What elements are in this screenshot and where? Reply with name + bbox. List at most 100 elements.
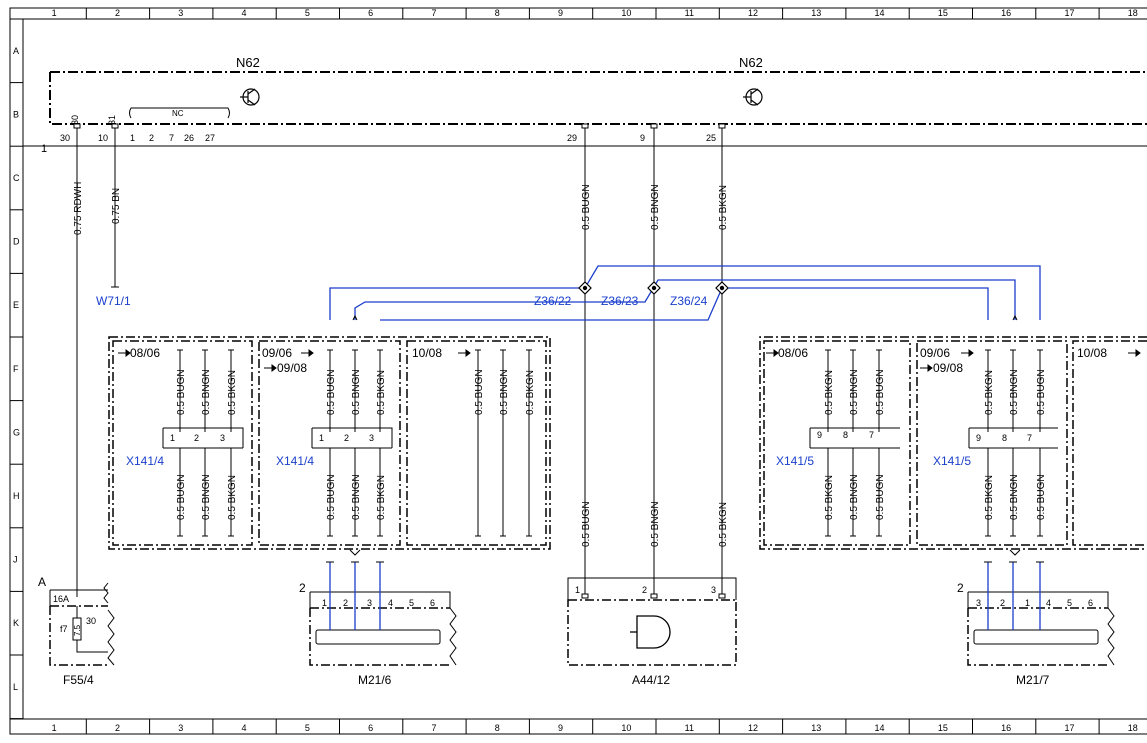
m21-6-wires	[329, 562, 381, 630]
pin-label: 30	[60, 133, 70, 143]
z36-23-label: Z36/23	[601, 294, 639, 308]
wire-label: 0.5 BKGN	[984, 475, 995, 520]
wire-label: 0.5 BKGN	[525, 370, 536, 415]
pin-label: 1	[130, 133, 135, 143]
x141-4-label: X141/4	[126, 454, 164, 468]
variant-wires	[177, 349, 1043, 537]
conn-a-label: A	[38, 575, 46, 589]
wire-label: 0.5 BKGN	[824, 370, 835, 415]
wire-label: 0.5 BUGN	[326, 474, 337, 520]
wire-label: 0.5 BNGN	[201, 369, 212, 415]
wire-label: 0.5 BUGN	[176, 474, 187, 520]
x141-5-label: X141/5	[933, 454, 971, 468]
wire-label: 0.5 BUGN	[1036, 369, 1047, 415]
pin-label: 7	[869, 430, 874, 440]
column-index-label: 5	[305, 8, 310, 18]
z36-24-label: Z36/24	[670, 294, 708, 308]
fuse-rating: 7.5	[73, 624, 82, 636]
column-index-label: 17	[1064, 723, 1074, 733]
pin-label: 2	[1000, 598, 1005, 608]
row-index-label: E	[13, 300, 19, 310]
fuse-f7-label: f7	[60, 624, 68, 634]
pin-label: 5	[1067, 598, 1072, 608]
line-1-label: 1	[41, 143, 47, 155]
row-index-label: L	[13, 682, 18, 692]
wire-label: 0.5 BNGN	[499, 369, 510, 415]
column-index-label: 2	[115, 8, 120, 18]
pin-label: 2	[343, 598, 348, 608]
column-index-label: 15	[938, 8, 948, 18]
wire-label: 0.5 BUGN	[474, 369, 485, 415]
column-index-label: 17	[1064, 8, 1074, 18]
pin-label: 27	[205, 133, 215, 143]
pin-label: 2	[149, 133, 154, 143]
pin-label: 3	[976, 598, 981, 608]
column-index-label: 1	[52, 8, 57, 18]
variant-label: 08/06	[778, 346, 808, 360]
row-index-label: J	[13, 555, 18, 565]
column-index-label: 14	[875, 8, 885, 18]
wire-label: 0.5 BNGN	[1009, 369, 1020, 415]
transistor-icon	[743, 88, 763, 106]
pin-label: 1	[322, 598, 327, 608]
column-index: 1122334455667788991010111112121313141415…	[52, 8, 1138, 734]
pin-label: 7	[169, 133, 174, 143]
column-index-label: 18	[1128, 8, 1138, 18]
column-index-label: 3	[178, 723, 183, 733]
wire-label: 0.5 BNGN	[650, 501, 661, 547]
variant-wire-labels: 0.5 BUGN 0.5 BUGN 0.5 BNGN 0.5 BNGN 0.5 BKGN…	[176, 369, 1047, 520]
wire-label: 0.5 BNGN	[201, 474, 212, 520]
pin-label: 2	[194, 433, 199, 443]
row-index-label: C	[13, 173, 20, 183]
column-index-label: 12	[748, 723, 758, 733]
column-index-label: 13	[811, 8, 821, 18]
wire-label: 0.5 BUGN	[326, 369, 337, 415]
column-index-label: 13	[811, 723, 821, 733]
wire-label: 0.5 BKGN	[984, 370, 995, 415]
variant-label: 10/08	[1077, 346, 1107, 360]
wire-label: 0.5 BKGN	[376, 370, 387, 415]
column-index-label: 15	[938, 723, 948, 733]
pin-label: 9	[976, 433, 981, 443]
column-index-label: 3	[178, 8, 183, 18]
pin-label: 4	[388, 598, 393, 608]
variant-label: 09/08	[277, 361, 307, 375]
wire-label: 0.5 BNGN	[1009, 474, 1020, 520]
column-index-label: 12	[748, 8, 758, 18]
merge-arrow-icon	[349, 314, 1021, 556]
fuse-16a-label: 16A	[53, 594, 69, 604]
x141-5-label: X141/5	[776, 454, 814, 468]
variant-label: 09/08	[933, 361, 963, 375]
pin-label: 3	[711, 585, 716, 595]
row-index-label: F	[13, 364, 19, 374]
variant-label: 08/06	[130, 346, 160, 360]
splice-icon	[578, 281, 729, 295]
wire-label: 0.5 BKGN	[824, 475, 835, 520]
variant-label: 09/06	[920, 346, 950, 360]
pin-label: 29	[567, 133, 577, 143]
blue-harness	[329, 265, 1041, 321]
column-index-label: 9	[558, 723, 563, 733]
variant-label: 09/06	[262, 346, 292, 360]
a44-12-component	[567, 577, 737, 666]
wire-bn	[111, 123, 119, 288]
x141-connectors	[162, 427, 1058, 449]
column-index-label: 10	[621, 723, 631, 733]
column-index-label: 4	[242, 723, 247, 733]
w71-label: W71/1	[96, 294, 131, 308]
column-index-label: 8	[495, 8, 500, 18]
column-index-label: 4	[242, 8, 247, 18]
column-index-label: 16	[1001, 723, 1011, 733]
pin-label: 6	[1088, 598, 1093, 608]
pin-label: 2	[642, 585, 647, 595]
column-index-label: 9	[558, 8, 563, 18]
column-index-label: 16	[1001, 8, 1011, 18]
row-index-label: K	[13, 618, 19, 628]
column-index-label: 14	[875, 723, 885, 733]
wire-label: 0.5 BKGN	[227, 475, 238, 520]
wire-label: 0.5 BNGN	[351, 369, 362, 415]
fuse-30-label: 30	[86, 616, 96, 626]
pin-label: 8	[1002, 433, 1007, 443]
pin-label: 6	[430, 598, 435, 608]
